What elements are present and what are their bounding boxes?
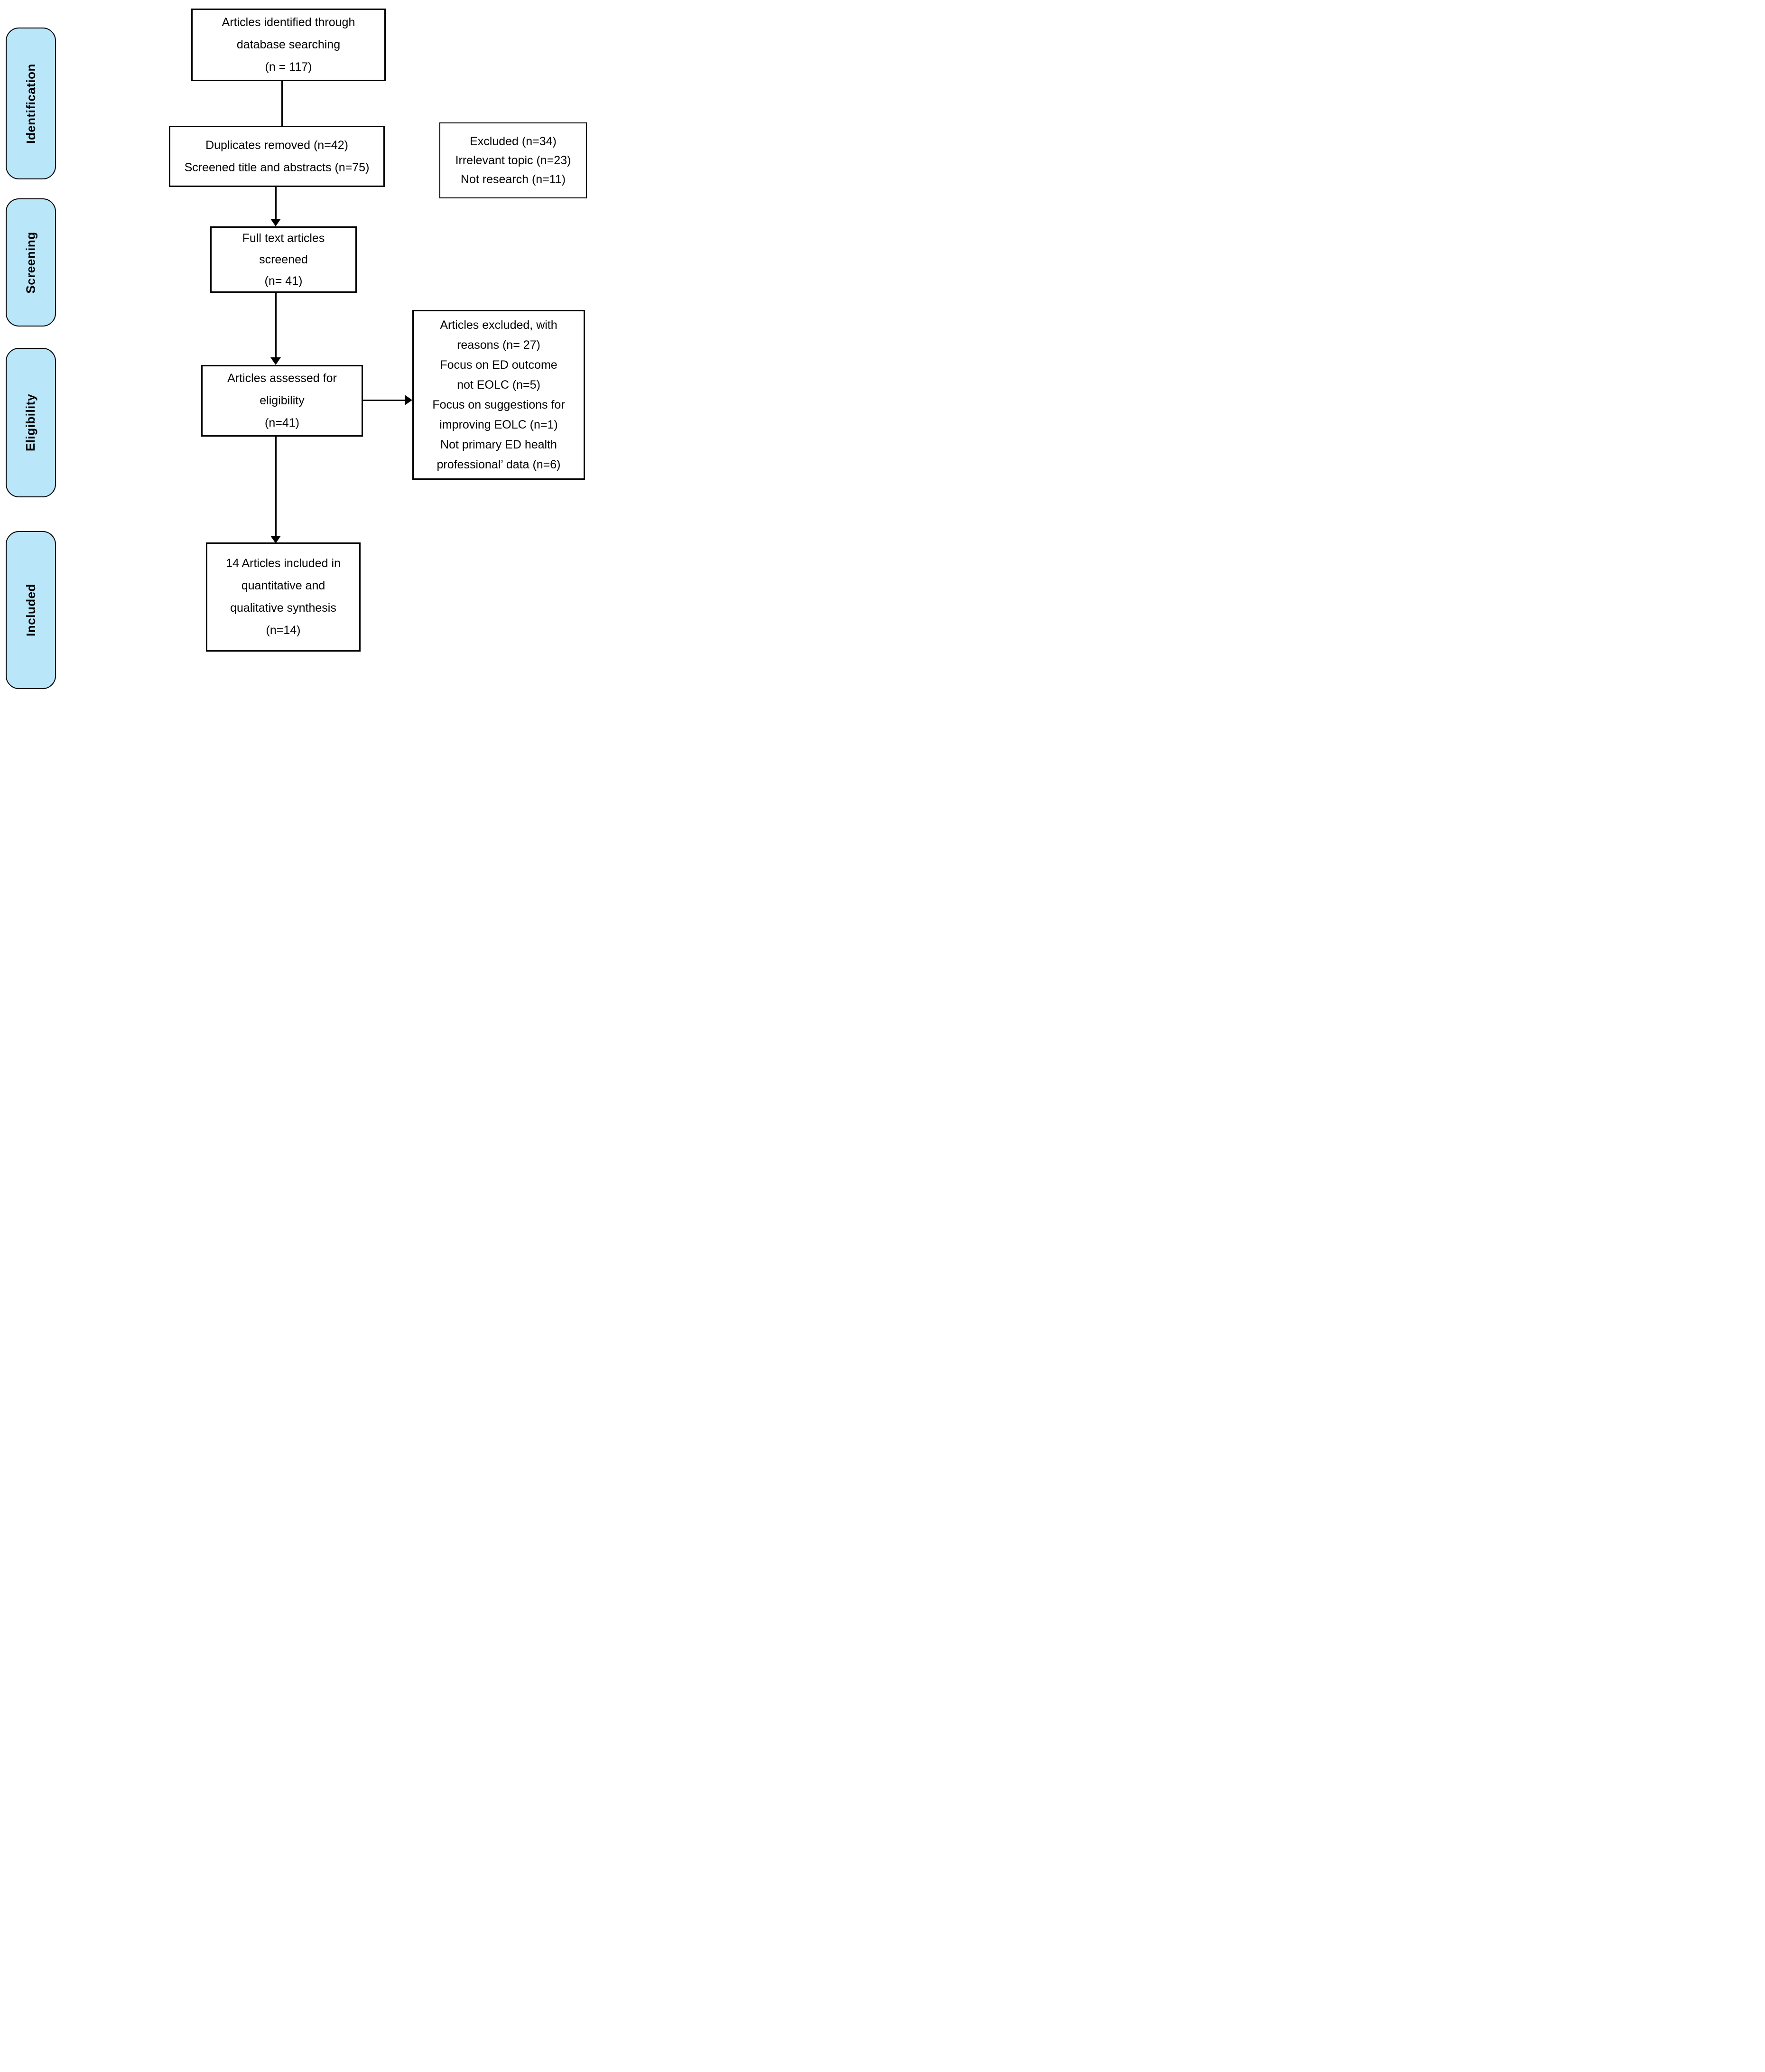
flow-box-duplicates-line2: Screened title and abstracts (n=75) xyxy=(184,160,370,174)
stage-eligibility: Eligibility xyxy=(6,348,56,497)
flow-box-identified: Articles identified through database sea… xyxy=(191,9,386,81)
exclusion-eligibility-line4: not EOLC (n=5) xyxy=(457,378,540,392)
flow-box-identified-line1: Articles identified through xyxy=(222,16,355,29)
connector-fulltext-to-assessed xyxy=(275,293,277,358)
connector-assessed-to-synthesis xyxy=(275,437,277,537)
exclusion-screening-line1: Excluded (n=34) xyxy=(470,135,557,148)
flow-box-synthesis-line3: qualitative synthesis xyxy=(230,601,336,615)
stage-label-eligibility: Eligibility xyxy=(23,393,38,452)
flow-box-assessed-count: (n=41) xyxy=(265,416,299,429)
exclusion-box-eligibility: Articles excluded, with reasons (n= 27) … xyxy=(412,310,585,480)
flow-box-duplicates-line1: Duplicates removed (n=42) xyxy=(205,138,348,152)
exclusion-eligibility-line7: Not primary ED health xyxy=(440,438,557,451)
exclusion-eligibility-line5: Focus on suggestions for xyxy=(432,398,565,411)
exclusion-eligibility-line2: reasons (n= 27) xyxy=(457,338,540,352)
flow-box-synthesis: 14 Articles included in quantitative and… xyxy=(206,542,361,652)
connector-identified-to-duplicates xyxy=(281,81,283,126)
exclusion-screening-line2: Irrelevant topic (n=23) xyxy=(455,154,571,167)
stage-label-screening: Screening xyxy=(23,231,38,294)
flow-box-synthesis-line2: quantitative and xyxy=(241,579,325,592)
exclusion-box-screening: Excluded (n=34) Irrelevant topic (n=23) … xyxy=(439,122,587,198)
arrow-down-icon xyxy=(270,357,281,365)
connector-assessed-to-exclusion xyxy=(363,400,406,401)
flow-box-assessed-line2: eligibility xyxy=(260,394,305,407)
flow-box-fulltext-count: (n= 41) xyxy=(264,274,303,288)
flow-box-synthesis-line1: 14 Articles included in xyxy=(226,557,341,570)
arrow-down-icon xyxy=(270,219,281,226)
flow-box-identified-count: (n = 117) xyxy=(265,60,312,74)
stage-screening: Screening xyxy=(6,198,56,327)
prisma-flow-diagram: Identification Screening Eligibility Inc… xyxy=(0,0,588,691)
stage-included: Included xyxy=(6,531,56,689)
arrow-down-icon xyxy=(270,536,281,543)
flow-box-fulltext-line2: screened xyxy=(259,252,308,266)
flow-box-assessed: Articles assessed for eligibility (n=41) xyxy=(201,365,363,437)
exclusion-eligibility-line8: professional’ data (n=6) xyxy=(437,458,561,471)
exclusion-eligibility-line1: Articles excluded, with xyxy=(440,318,557,332)
flow-box-identified-line2: database searching xyxy=(236,38,341,51)
stage-identification: Identification xyxy=(6,28,56,179)
arrow-right-icon xyxy=(405,395,412,405)
exclusion-eligibility-line3: Focus on ED outcome xyxy=(440,358,557,372)
stage-label-included: Included xyxy=(23,584,38,636)
flow-box-assessed-line1: Articles assessed for xyxy=(227,372,337,385)
flow-box-fulltext: Full text articles screened (n= 41) xyxy=(210,226,357,293)
flow-box-duplicates: Duplicates removed (n=42) Screened title… xyxy=(169,126,385,187)
exclusion-eligibility-line6: improving EOLC (n=1) xyxy=(439,418,558,431)
stage-label-identification: Identification xyxy=(23,63,38,144)
flow-box-fulltext-line1: Full text articles xyxy=(242,231,325,245)
exclusion-screening-line3: Not research (n=11) xyxy=(460,173,566,186)
flow-box-synthesis-count: (n=14) xyxy=(266,624,301,637)
connector-duplicates-to-fulltext xyxy=(275,187,277,220)
